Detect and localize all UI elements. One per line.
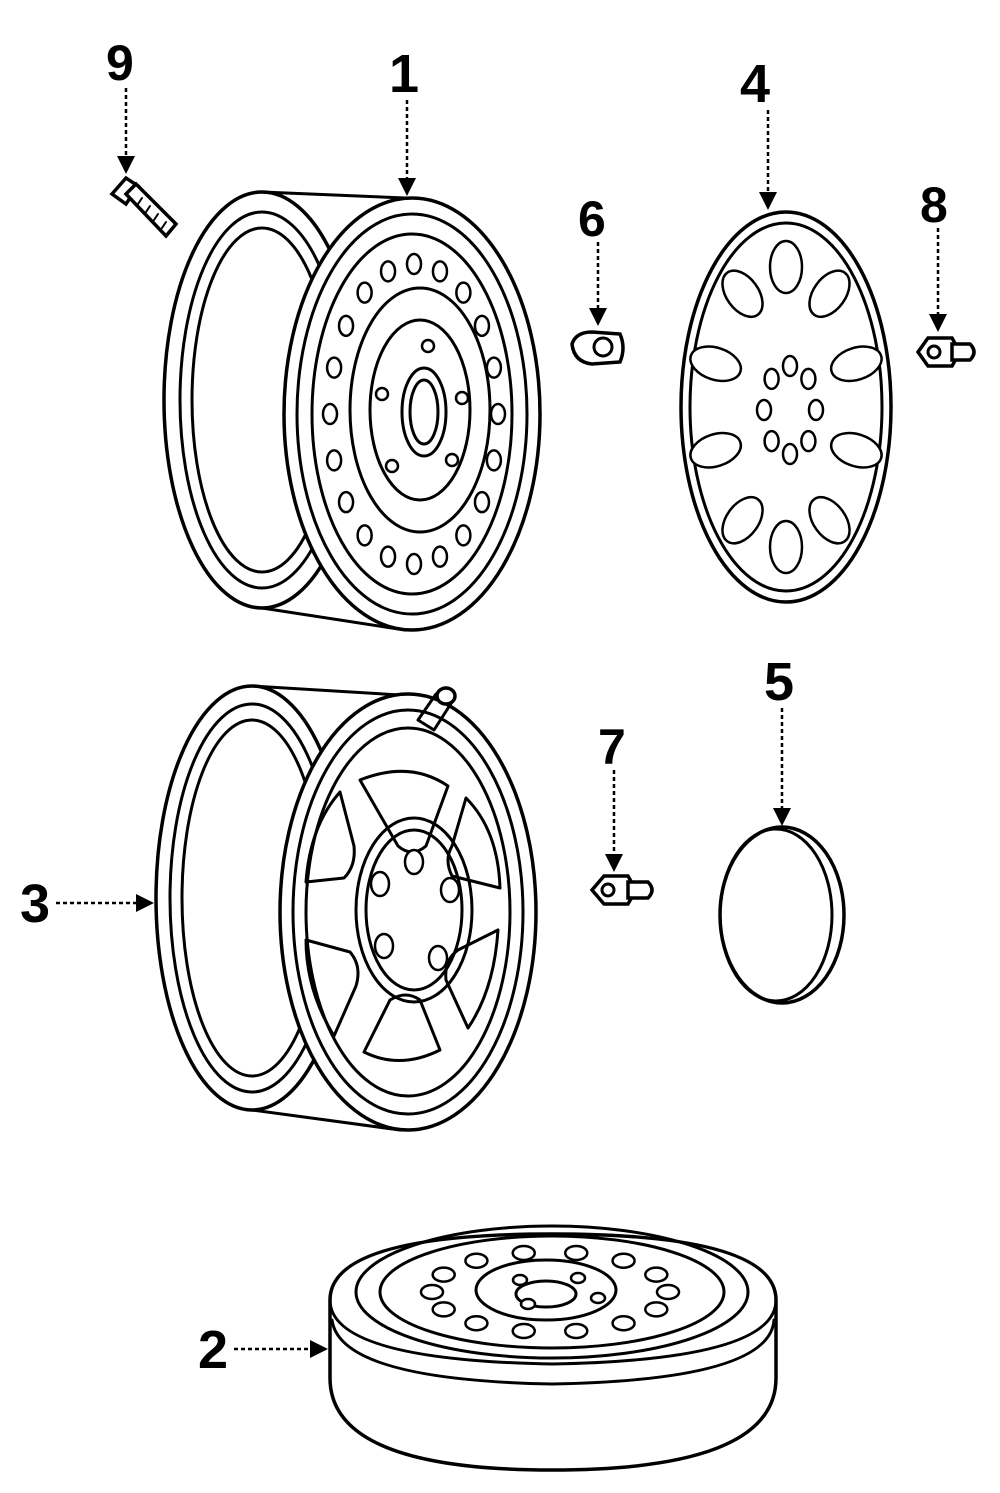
cover-window xyxy=(829,431,883,469)
vent-hole xyxy=(321,402,339,426)
vent-hole xyxy=(356,524,373,547)
vent-hole xyxy=(564,1244,589,1262)
center-hole xyxy=(763,367,780,391)
lug-hole xyxy=(420,338,436,354)
callout-3: 3 xyxy=(20,874,154,934)
cover-window xyxy=(689,345,743,383)
lug-hole xyxy=(369,870,391,898)
vent-hole xyxy=(473,490,491,514)
vent-hole xyxy=(644,1266,669,1283)
cover-window xyxy=(768,239,804,295)
lug-hole xyxy=(384,458,400,474)
callout-label-4: 4 xyxy=(740,54,770,114)
vent-hole xyxy=(511,1322,536,1340)
callout-1: 1 xyxy=(389,44,419,196)
vent-hole xyxy=(431,1301,456,1318)
callout-label-5: 5 xyxy=(764,652,794,712)
vent-hole xyxy=(655,1283,681,1301)
cover-window xyxy=(808,269,851,319)
balance-weight xyxy=(570,330,625,366)
vent-hole xyxy=(431,1266,456,1283)
cover-window xyxy=(768,519,804,575)
callout-4: 4 xyxy=(740,54,777,210)
callout-label-9: 9 xyxy=(106,35,134,91)
center-hole xyxy=(807,398,825,422)
lug-hole xyxy=(427,944,449,972)
lug-nut-7 xyxy=(589,874,654,906)
center-hole xyxy=(763,429,780,453)
vent-hole xyxy=(405,552,423,576)
lug-nut-8 xyxy=(915,336,976,368)
callout-label-6: 6 xyxy=(578,191,606,247)
vent-hole xyxy=(455,524,472,547)
vent-hole xyxy=(431,260,449,283)
cover-window xyxy=(721,269,764,319)
vent-hole xyxy=(464,1252,489,1269)
callout-7: 7 xyxy=(598,719,626,872)
lug-hole xyxy=(374,386,390,402)
vent-hole xyxy=(356,281,373,304)
center-hole xyxy=(800,429,817,453)
vent-hole xyxy=(337,314,355,338)
spare-wheel xyxy=(328,1224,778,1472)
vent-hole xyxy=(464,1315,489,1332)
lug-hole xyxy=(519,1297,537,1311)
vent-hole xyxy=(379,260,397,283)
callout-label-3: 3 xyxy=(20,874,50,934)
steel-wheel xyxy=(162,190,542,632)
cover-window xyxy=(689,431,743,469)
vent-hole xyxy=(455,281,472,304)
lug-hole xyxy=(439,876,461,904)
vent-hole xyxy=(325,356,343,379)
vent-hole xyxy=(485,449,503,472)
center-hole xyxy=(781,354,799,378)
lug-hole xyxy=(444,452,460,468)
vent-hole xyxy=(325,449,343,472)
vent-hole xyxy=(564,1322,589,1340)
lug-hole xyxy=(569,1271,587,1285)
callout-label-7: 7 xyxy=(598,719,626,775)
vent-hole xyxy=(337,490,355,514)
alloy-wheel xyxy=(154,684,538,1132)
center-hole xyxy=(800,367,817,391)
lug-hole xyxy=(589,1291,607,1305)
lug-hole xyxy=(403,848,425,876)
vent-hole xyxy=(489,402,507,426)
lug-hole xyxy=(511,1273,529,1287)
vent-hole xyxy=(511,1244,536,1262)
callout-6: 6 xyxy=(578,191,607,326)
lug-hole xyxy=(373,932,395,960)
vent-hole xyxy=(644,1301,669,1318)
center-hole xyxy=(781,442,799,466)
center-cap xyxy=(718,825,846,1005)
callout-9: 9 xyxy=(106,35,135,174)
cover-window xyxy=(829,345,883,383)
callout-8: 8 xyxy=(920,177,948,332)
vent-hole xyxy=(405,252,423,276)
center-hole xyxy=(755,398,773,422)
vent-hole xyxy=(431,545,449,568)
vent-hole xyxy=(419,1283,445,1301)
callout-label-2: 2 xyxy=(198,1320,228,1380)
callout-5: 5 xyxy=(764,652,794,826)
vent-hole xyxy=(379,545,397,568)
callout-2: 2 xyxy=(198,1320,328,1380)
wheel-cover xyxy=(679,210,893,604)
callout-label-1: 1 xyxy=(389,44,419,104)
cover-window xyxy=(721,495,764,545)
vent-hole xyxy=(473,314,491,338)
cover-window xyxy=(808,495,851,545)
vent-hole xyxy=(485,356,503,379)
wheel-stud xyxy=(109,175,179,239)
callout-label-8: 8 xyxy=(920,177,948,233)
vent-hole xyxy=(611,1315,636,1332)
vent-hole xyxy=(611,1252,636,1269)
lug-hole xyxy=(454,390,470,406)
